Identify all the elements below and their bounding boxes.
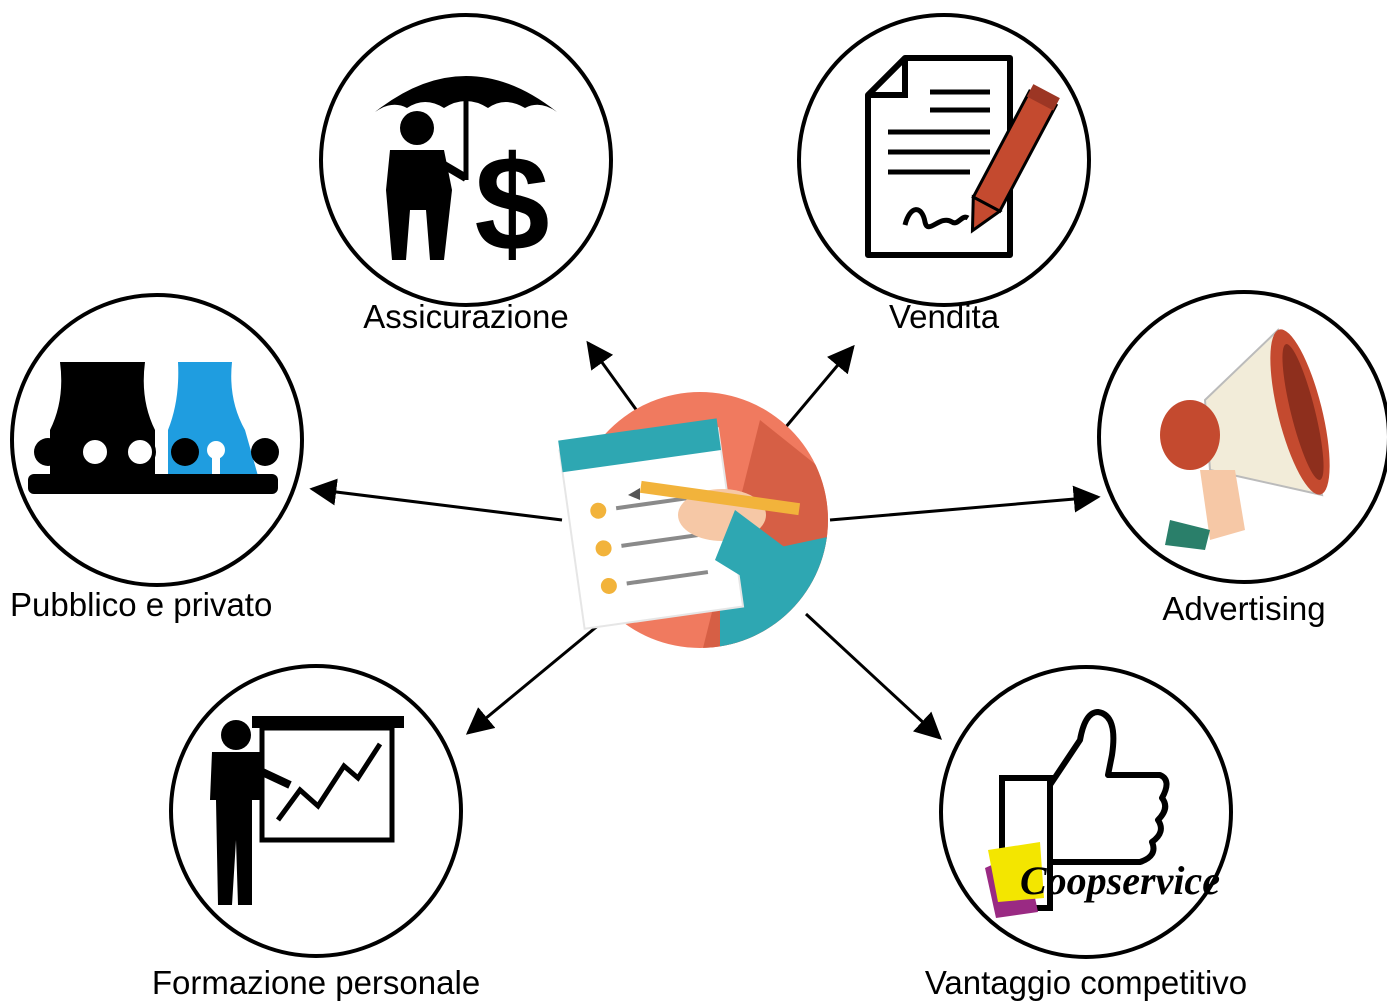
node-vantaggio: Coopservice: [939, 665, 1233, 959]
svg-text:$: $: [474, 128, 549, 279]
checklist-writing-icon: [558, 392, 828, 648]
arrow-to-assicurazione: [586, 340, 642, 416]
public-private-icon: [28, 362, 279, 494]
arrow-to-advertising: [829, 485, 1101, 522]
node-advertising: [1097, 290, 1387, 584]
arrow-to-vendita: [783, 344, 855, 429]
label-formazione: Formazione personale: [151, 964, 481, 1001]
label-assicurazione: Assicurazione: [363, 298, 569, 335]
label-advertising: Advertising: [1162, 590, 1326, 627]
umbrella-money-icon: $: [375, 76, 557, 279]
node-vendita: [797, 13, 1091, 307]
node-pubblico: [10, 293, 304, 587]
arrow-to-formazione: [465, 612, 613, 735]
label-vantaggio: Vantaggio competitivo: [924, 964, 1248, 1001]
arrow-to-pubblico: [309, 478, 563, 522]
presentation-icon: [210, 716, 404, 905]
node-assicurazione: $: [319, 13, 613, 307]
coopservice-logo: Coopservice: [985, 842, 1220, 918]
label-pubblico: Pubblico e privato: [10, 586, 273, 623]
svg-text:Coopservice: Coopservice: [1020, 858, 1220, 903]
megaphone-icon: [1160, 328, 1330, 550]
label-vendita: Vendita: [888, 298, 1000, 335]
node-formazione: [169, 664, 463, 958]
contract-pen-icon: [865, 55, 1060, 258]
connector-arrows: [309, 340, 1101, 740]
arrow-to-vantaggio: [804, 612, 942, 740]
